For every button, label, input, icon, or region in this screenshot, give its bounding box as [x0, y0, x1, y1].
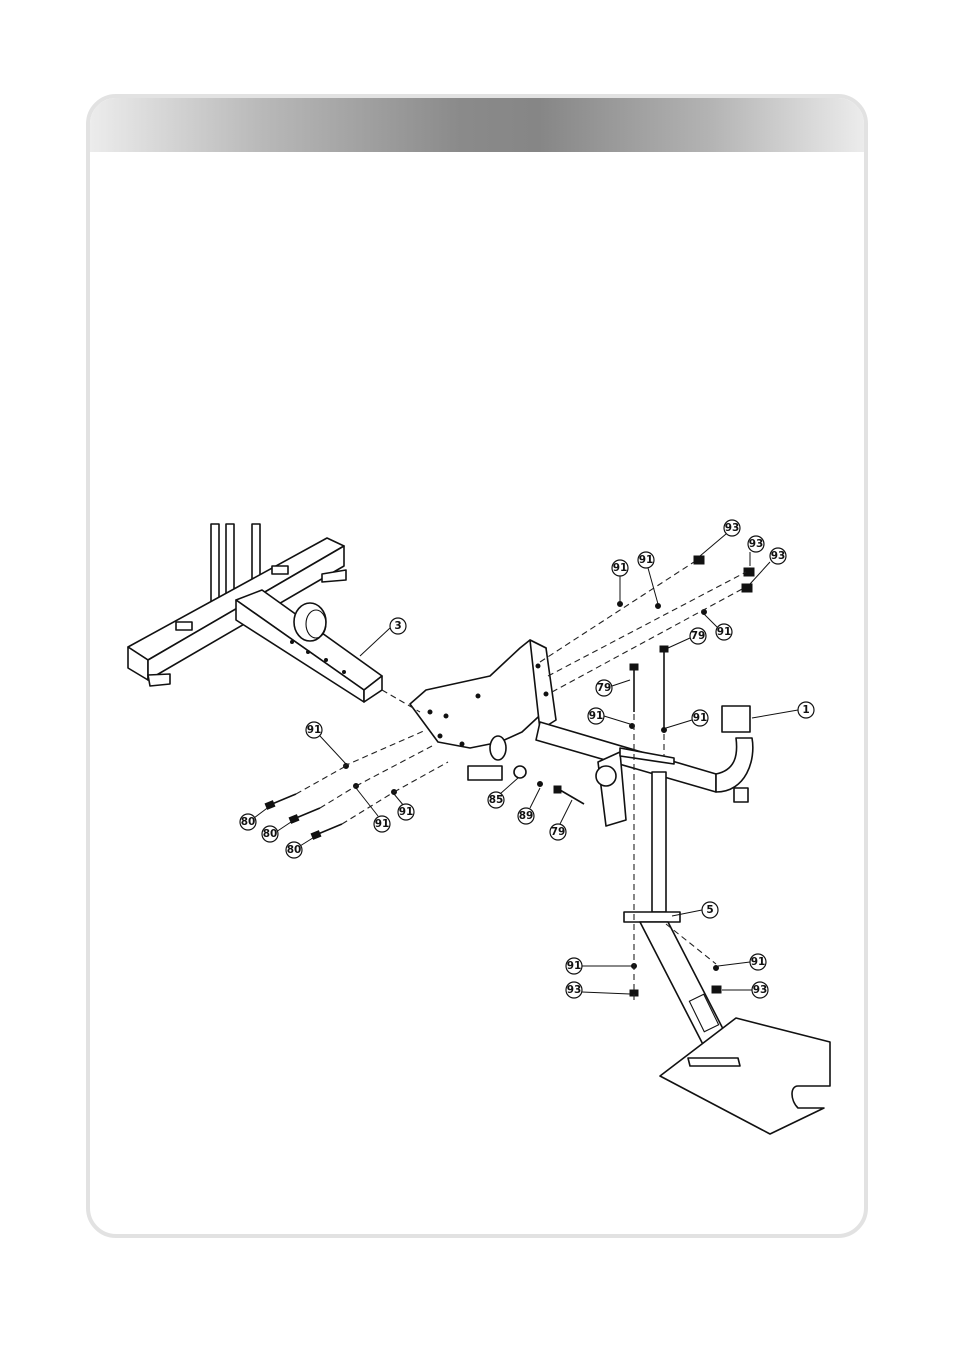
svg-text:93: 93 [725, 522, 740, 534]
callout-93: 93 [769, 547, 787, 565]
callout-91: 91 [305, 721, 323, 739]
callout-labels: 3 1 5 91 91 91 91 91 91 91 91 91 91 93 9… [239, 519, 815, 999]
callout-1: 1 [797, 701, 815, 719]
svg-text:80: 80 [241, 816, 256, 828]
callout-93: 93 [747, 535, 765, 553]
svg-text:79: 79 [691, 630, 706, 642]
svg-text:91: 91 [717, 626, 732, 638]
callout-93: 93 [751, 981, 769, 999]
svg-text:80: 80 [263, 828, 278, 840]
svg-text:91: 91 [693, 712, 708, 724]
callout-91: 91 [691, 709, 709, 727]
callout-89: 89 [517, 807, 535, 825]
svg-text:89: 89 [519, 810, 534, 822]
callout-91: 91 [565, 957, 583, 975]
svg-text:1: 1 [802, 704, 809, 716]
svg-text:91: 91 [567, 960, 582, 972]
callout-91: 91 [373, 815, 391, 833]
callout-85: 85 [487, 791, 505, 809]
diagram-panel [86, 94, 868, 1238]
front-stabilizer [623, 771, 831, 1135]
fasteners [264, 555, 755, 997]
svg-text:93: 93 [753, 984, 768, 996]
callout-5: 5 [701, 901, 719, 919]
assembly-lines [295, 561, 747, 1000]
main-frame [409, 639, 754, 827]
callout-91: 91 [587, 707, 605, 725]
callout-80: 80 [285, 841, 303, 859]
svg-text:79: 79 [551, 826, 566, 838]
callout-79: 79 [595, 679, 613, 697]
svg-text:85: 85 [489, 794, 504, 806]
svg-text:91: 91 [751, 956, 766, 968]
callout-93: 93 [723, 519, 741, 537]
svg-text:79: 79 [597, 682, 612, 694]
callout-80: 80 [239, 813, 257, 831]
svg-text:91: 91 [307, 724, 322, 736]
callout-91: 91 [611, 559, 629, 577]
callout-91: 91 [637, 551, 655, 569]
callout-91: 91 [749, 953, 767, 971]
callout-79: 79 [689, 627, 707, 645]
callout-80: 80 [261, 825, 279, 843]
callout-91: 91 [715, 623, 733, 641]
svg-text:3: 3 [394, 620, 401, 632]
svg-text:91: 91 [399, 806, 414, 818]
svg-text:91: 91 [375, 818, 390, 830]
svg-text:91: 91 [639, 554, 654, 566]
svg-text:80: 80 [287, 844, 302, 856]
callout-93: 93 [565, 981, 583, 999]
callout-79: 79 [549, 823, 567, 841]
callout-3: 3 [389, 617, 407, 635]
svg-text:91: 91 [589, 710, 604, 722]
base-frame [127, 523, 383, 703]
svg-text:5: 5 [706, 904, 713, 916]
svg-text:93: 93 [567, 984, 582, 996]
svg-text:93: 93 [749, 538, 764, 550]
callout-91: 91 [397, 803, 415, 821]
svg-text:91: 91 [613, 562, 628, 574]
panel-header-bar [90, 98, 864, 152]
svg-text:93: 93 [771, 550, 786, 562]
